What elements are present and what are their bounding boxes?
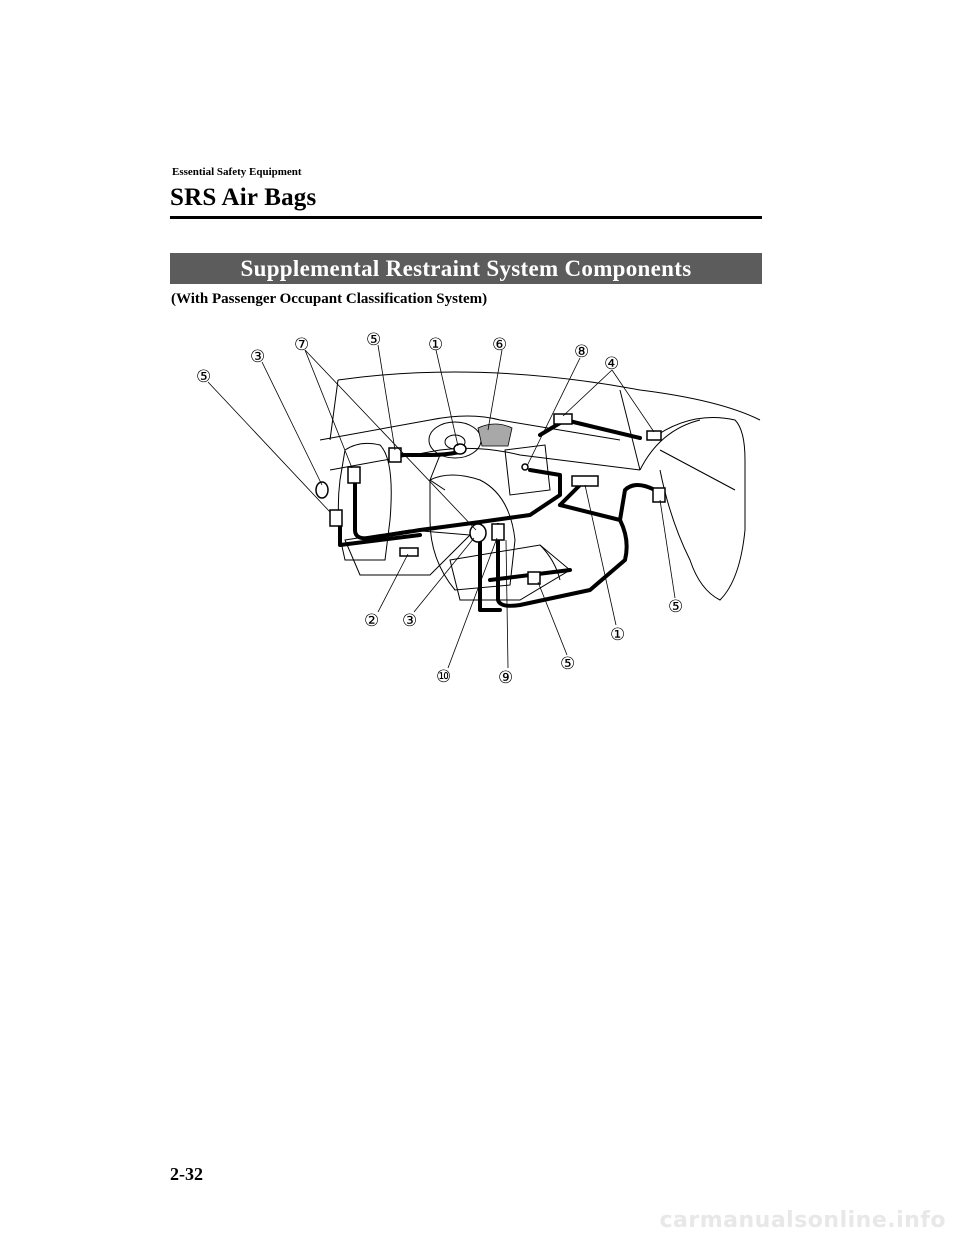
callout-5: ⑤ (560, 654, 575, 674)
title-rule (170, 216, 762, 219)
diagram-subtitle: (With Passenger Occupant Classification … (171, 291, 488, 307)
component-box (491, 523, 505, 541)
instrument-cluster (477, 423, 513, 447)
page-title: SRS Air Bags (170, 184, 317, 211)
component-box (388, 447, 402, 463)
wiring-harness (338, 418, 657, 612)
component-box (527, 571, 541, 585)
component-box (521, 463, 529, 471)
callout-1: ① (428, 335, 443, 355)
page-number: 2-32 (170, 1164, 203, 1184)
component-box (553, 413, 573, 425)
callout-6: ⑥ (492, 335, 507, 355)
component-box (329, 509, 343, 527)
callout-5: ⑤ (366, 330, 381, 350)
component-box (646, 430, 662, 441)
banner-title: Supplemental Restraint System Components (240, 255, 692, 281)
callout-3: ③ (250, 347, 265, 367)
callout-7: ⑦ (294, 335, 309, 355)
callout-9: ⑨ (498, 668, 513, 688)
callout-4: ④ (604, 354, 619, 374)
srs-components (315, 413, 666, 585)
component-box (315, 481, 329, 499)
callout-3: ③ (402, 611, 417, 631)
callout-10: ⑩ (436, 667, 451, 687)
section-label: Essential Safety Equipment (172, 166, 302, 178)
component-box (469, 523, 487, 543)
srs-component-diagram: ⑤ ③ ⑦ ⑤ ① ⑥ ⑧ ④ ② ③ ⑤ ① ⑩ ⑨ ⑤ (196, 330, 761, 688)
component-box (571, 475, 599, 487)
leader-lines (207, 344, 676, 669)
section-banner: Supplemental Restraint System Components (170, 253, 762, 284)
component-box (652, 487, 666, 503)
callout-8: ⑧ (574, 342, 589, 362)
callout-numbers: ⑤ ③ ⑦ ⑤ ① ⑥ ⑧ ④ ② ③ ⑤ ① ⑩ ⑨ ⑤ (196, 330, 683, 688)
component-box (399, 547, 419, 557)
callout-2: ② (364, 611, 379, 631)
watermark: carmanualsonline.info (659, 1208, 946, 1233)
component-box (453, 443, 467, 455)
callout-5: ⑤ (668, 597, 683, 617)
callout-5: ⑤ (196, 367, 211, 387)
callout-1: ① (610, 625, 625, 645)
component-box (347, 466, 361, 484)
vehicle-outline (319, 371, 761, 601)
